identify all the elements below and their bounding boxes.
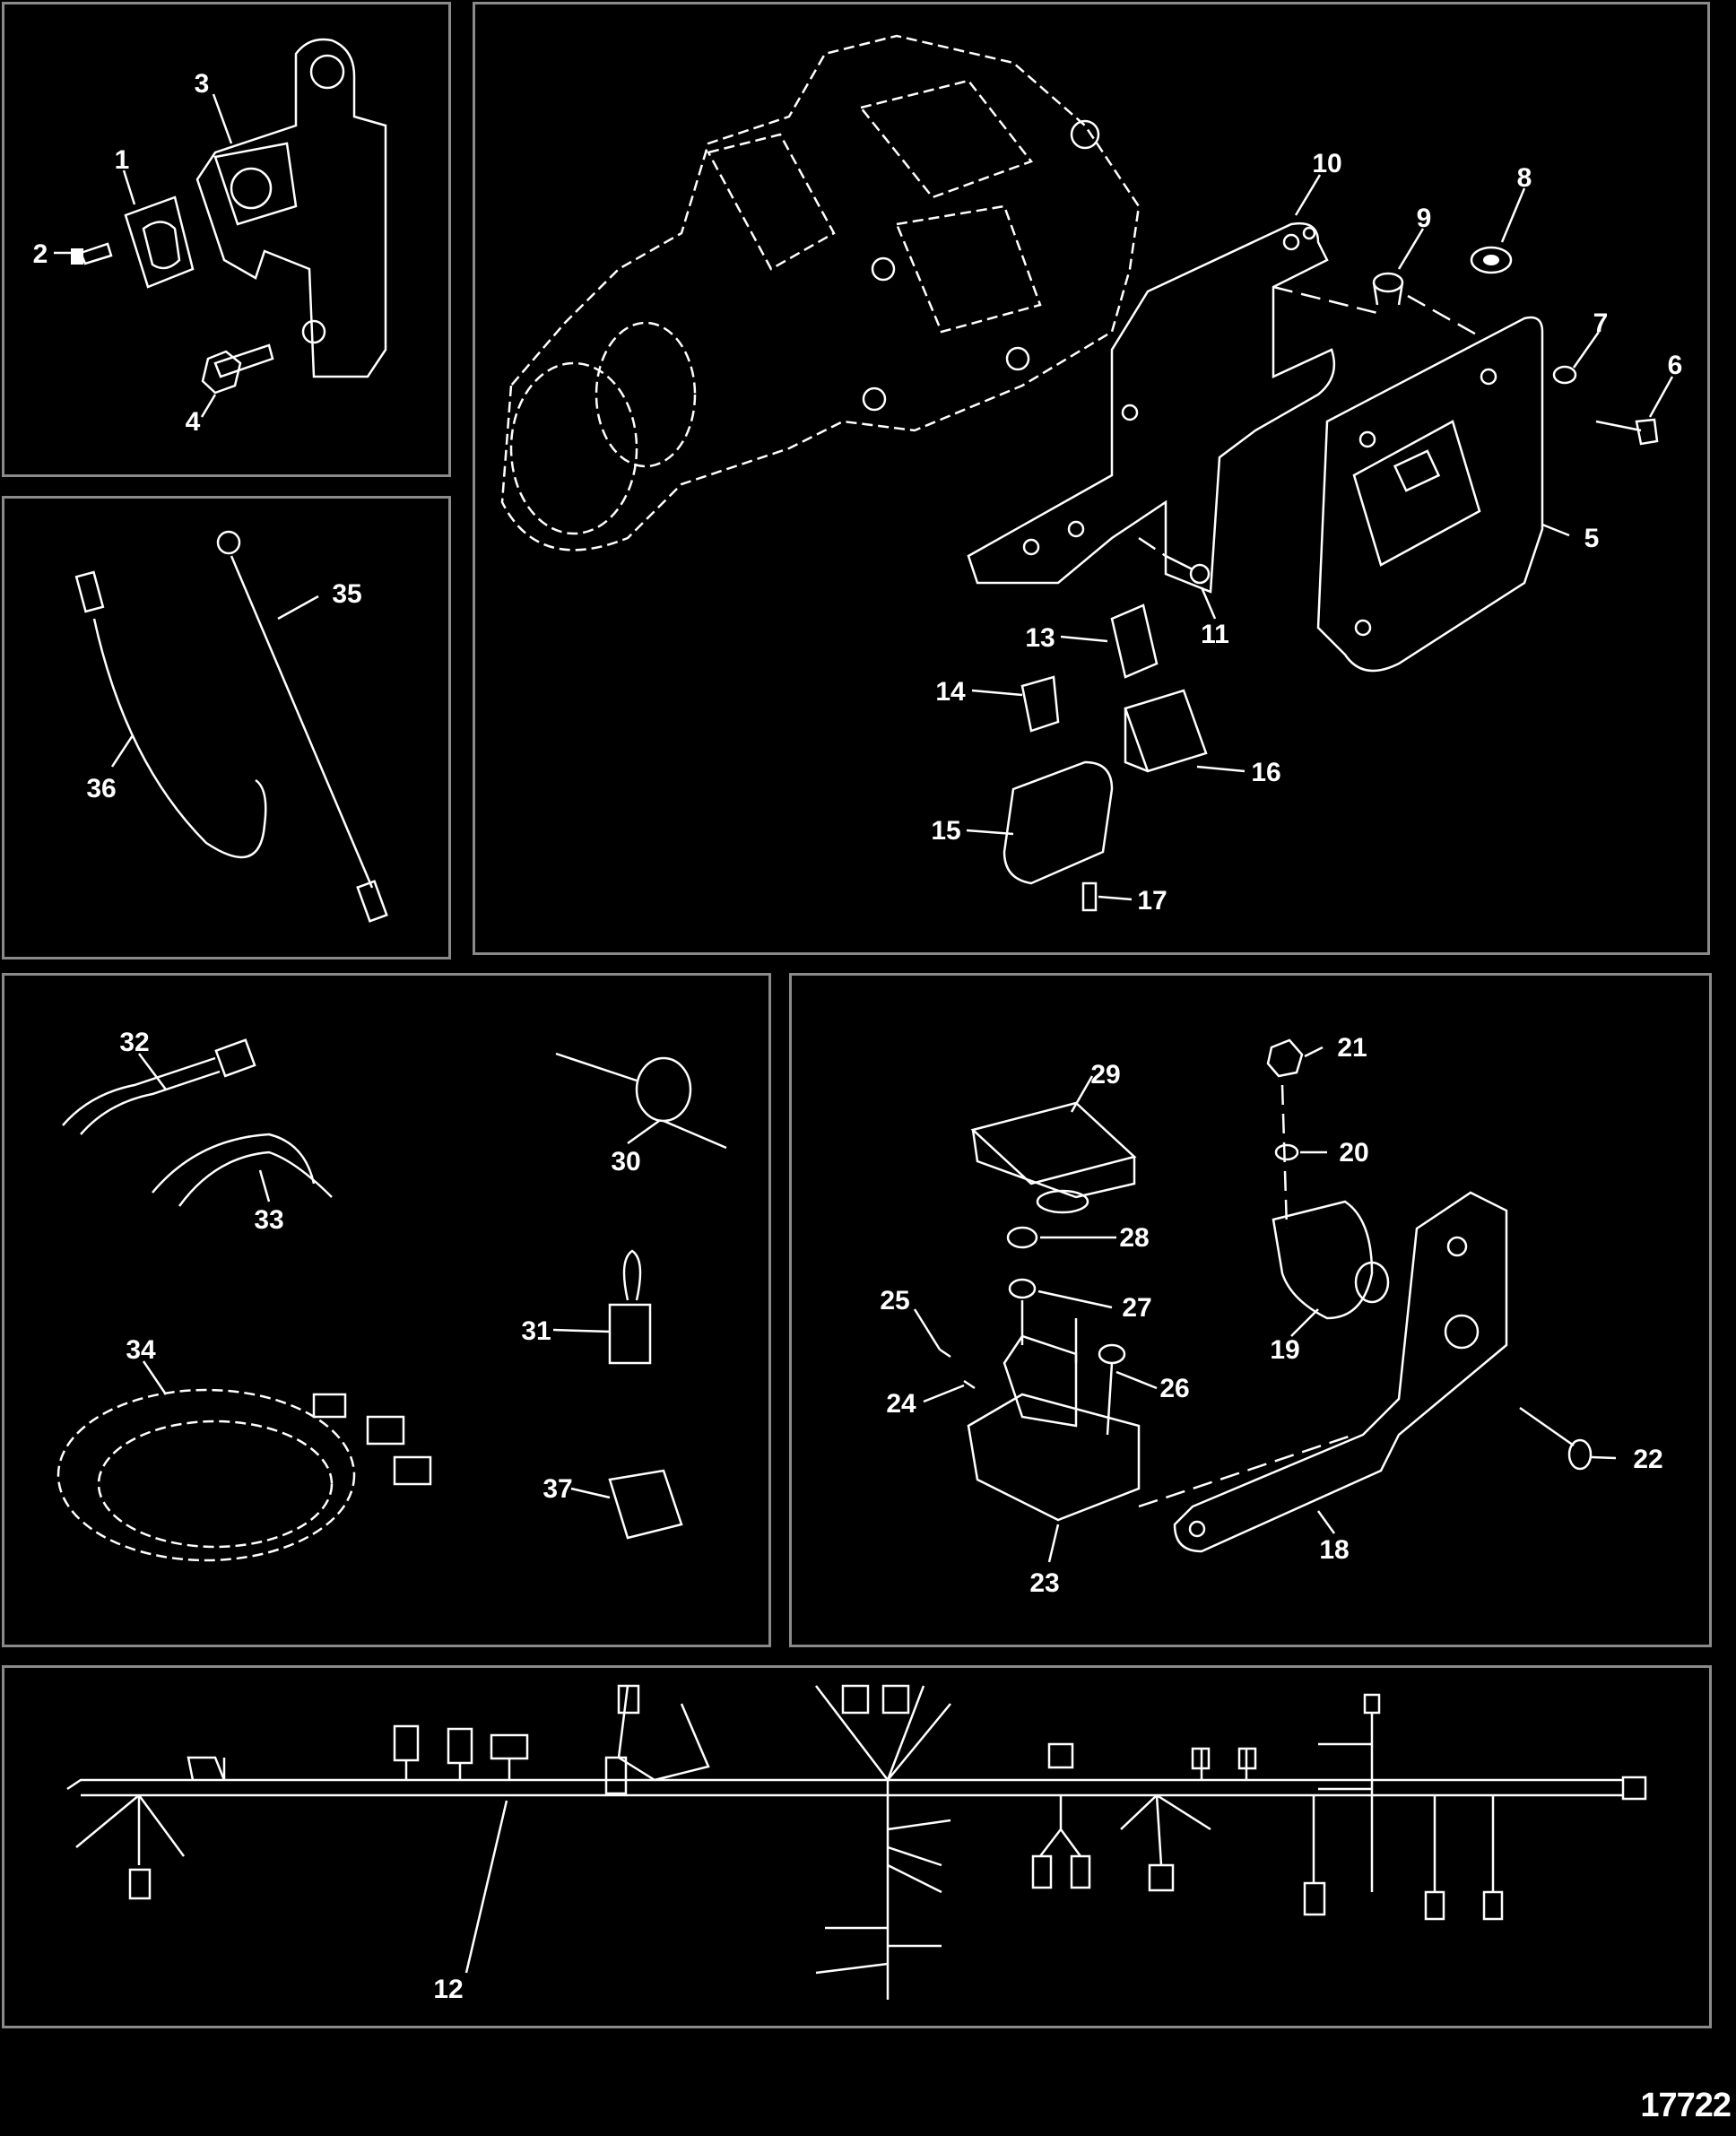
fuse-17 — [1081, 881, 1098, 912]
label-34: 34 — [126, 1335, 156, 1365]
relay-16 — [1124, 689, 1208, 773]
label-20: 20 — [1339, 1138, 1368, 1168]
terminal-cover-29 — [970, 1101, 1137, 1214]
label-33: 33 — [254, 1205, 283, 1235]
label-2: 2 — [33, 239, 48, 269]
label-36: 36 — [86, 774, 116, 803]
bracket-3 — [195, 38, 387, 378]
panel-sensor-wires — [2, 496, 451, 959]
ground-wire-35 — [216, 530, 388, 923]
screw-26 — [1098, 1343, 1126, 1436]
label-35: 35 — [332, 579, 361, 609]
label-31: 31 — [521, 1316, 551, 1346]
label-19: 19 — [1270, 1335, 1299, 1365]
label-30: 30 — [611, 1147, 640, 1177]
label-3: 3 — [195, 69, 210, 99]
washer-7 — [1552, 365, 1577, 385]
clamp-1 — [124, 195, 195, 289]
screw-21 — [1266, 1038, 1304, 1078]
ecm-module-5 — [1316, 316, 1544, 673]
panel-bracket-top-left — [2, 2, 451, 477]
washer-20 — [1274, 1143, 1299, 1161]
label-13: 13 — [1025, 623, 1055, 653]
screw-2 — [71, 242, 113, 265]
pin-24 — [963, 1379, 976, 1390]
panel-solenoid — [789, 973, 1712, 1647]
solenoid-23 — [967, 1300, 1141, 1522]
panel-main-harness — [2, 1665, 1712, 2028]
label-21: 21 — [1337, 1033, 1367, 1063]
label-25: 25 — [880, 1286, 909, 1315]
label-9: 9 — [1417, 204, 1432, 233]
label-37: 37 — [542, 1474, 572, 1504]
jumper-plug-31 — [608, 1249, 652, 1365]
screw-6 — [1595, 418, 1659, 446]
mounting-bracket-10 — [967, 221, 1336, 594]
nut-28 — [1006, 1226, 1038, 1249]
callout-labels: 1 2 3 4 5 6 7 8 9 10 11 12 13 14 15 16 1… — [33, 69, 1683, 2004]
label-23: 23 — [1029, 1568, 1059, 1598]
panel-engine-ecm — [473, 2, 1710, 955]
label-5: 5 — [1584, 524, 1600, 553]
screw-11 — [1165, 554, 1211, 585]
label-27: 27 — [1122, 1293, 1151, 1323]
label-28: 28 — [1119, 1223, 1149, 1253]
adapter-harness-33 — [152, 1133, 333, 1207]
pin-25 — [939, 1348, 951, 1359]
label-6: 6 — [1668, 351, 1683, 380]
label-12: 12 — [433, 1975, 463, 2004]
cover-15 — [1003, 760, 1114, 885]
label-24: 24 — [886, 1389, 916, 1419]
label-16: 16 — [1251, 758, 1280, 787]
adapter-harness-32 — [62, 1038, 256, 1135]
connector-37 — [608, 1469, 683, 1540]
label-18: 18 — [1319, 1535, 1349, 1565]
label-7: 7 — [1593, 308, 1609, 338]
main-harness-12 — [66, 1684, 1647, 2000]
label-15: 15 — [931, 816, 960, 846]
clip-14 — [1020, 675, 1060, 733]
engine-housing — [500, 34, 1141, 551]
label-14: 14 — [935, 677, 966, 707]
label-26: 26 — [1159, 1374, 1189, 1403]
grommet-8 — [1470, 246, 1513, 274]
label-22: 22 — [1633, 1445, 1662, 1474]
label-1: 1 — [115, 145, 130, 175]
washer-27 — [1008, 1278, 1037, 1299]
clip-13 — [1110, 603, 1159, 679]
wiring-harness-34 — [56, 1388, 432, 1562]
bolt-4 — [201, 343, 274, 395]
screw-22 — [1519, 1406, 1593, 1471]
label-10: 10 — [1312, 149, 1341, 178]
panel-harness-parts — [2, 973, 771, 1647]
spacer-9 — [1372, 272, 1404, 306]
label-8: 8 — [1517, 163, 1532, 193]
label-29: 29 — [1090, 1060, 1120, 1090]
sensor-30 — [555, 1052, 727, 1150]
bracket-18 — [1173, 1191, 1508, 1553]
switch-19 — [1272, 1200, 1390, 1320]
sensor-wire-36 — [74, 570, 267, 859]
label-11: 11 — [1201, 620, 1229, 649]
figure-id: 17722 — [1640, 2087, 1732, 2124]
label-4: 4 — [186, 407, 201, 437]
label-32: 32 — [119, 1028, 149, 1057]
label-17: 17 — [1137, 886, 1167, 916]
